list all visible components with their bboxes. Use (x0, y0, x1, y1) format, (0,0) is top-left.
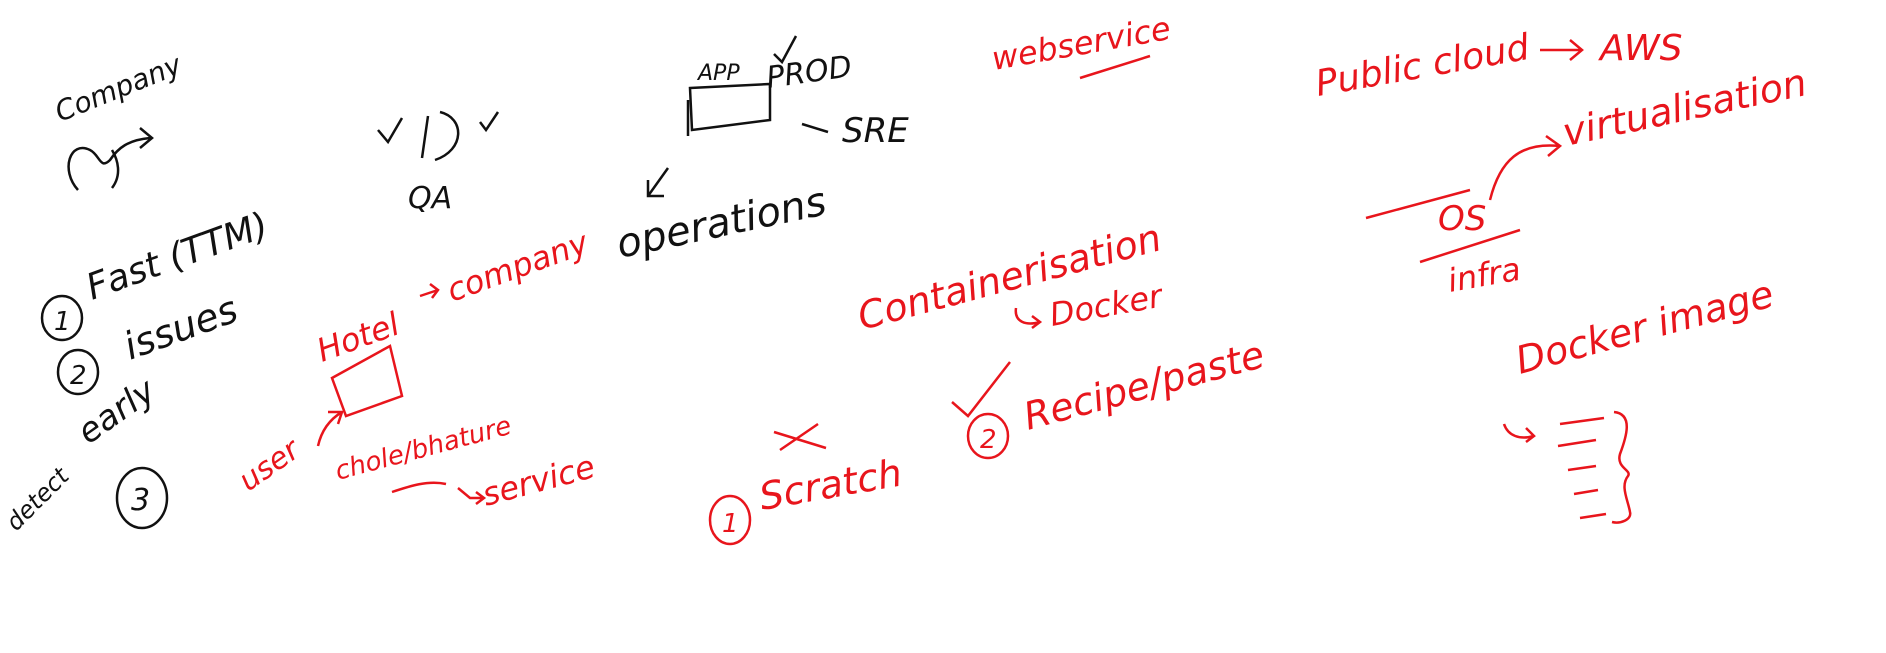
circle-one-red-icon (708, 494, 752, 546)
num-one-text: 1 (54, 307, 71, 337)
circle-two-icon (56, 348, 100, 396)
hotel-box-icon (330, 344, 404, 418)
red-notes: webservice Hotel company user chole/bhat… (233, 9, 1811, 546)
sre-text: SRE (842, 111, 909, 151)
arrow-right-icon (419, 283, 440, 299)
operations-text: operations (613, 179, 831, 268)
arrow-head-icon (139, 127, 154, 149)
docker-image-text: Docker image (1511, 272, 1778, 383)
num-two-text: 2 (70, 361, 87, 391)
arrow-curve-right-icon (1014, 307, 1043, 329)
check-mark-icon (951, 361, 1011, 418)
circle-two-red-icon (966, 412, 1010, 460)
circle-three-icon (115, 466, 169, 530)
curly-brace-icon (1611, 410, 1632, 524)
check-mark-icon (479, 111, 500, 133)
app-text: APP (696, 61, 740, 86)
public-cloud-text: Public cloud (1312, 27, 1533, 105)
underline-icon (1079, 54, 1151, 80)
virtualisation-text: virtualisation (1559, 60, 1811, 155)
app-box-icon (686, 82, 772, 136)
qa-text: QA (408, 181, 452, 216)
docker-text: Docker (1047, 276, 1167, 333)
webservice-text: webservice (989, 9, 1174, 78)
detect-text: detect (0, 461, 75, 536)
list-lines-icon (1557, 416, 1607, 520)
arrow-small-icon (1502, 423, 1536, 443)
check-mark-icon (377, 117, 404, 145)
arrow-curve-icon (67, 136, 151, 191)
service-text: service (478, 447, 599, 513)
slash-line-icon (1365, 188, 1471, 220)
circle-one-icon (40, 294, 84, 342)
arrow-right-icon (1540, 39, 1584, 61)
hotel-text: Hotel (312, 305, 405, 370)
company-red-text: company (442, 223, 595, 310)
recipe-paste-text: Recipe/paste (1019, 332, 1269, 438)
qa-bracket-icon (420, 110, 460, 162)
infra-text: infra (1445, 250, 1524, 300)
wavy-underline-icon (391, 481, 447, 494)
scratch-text: Scratch (756, 451, 905, 519)
arrow-up-right-icon (316, 410, 344, 447)
fast-ttm-text: Fast (TTM) (81, 205, 274, 309)
divider-line-icon (1419, 228, 1521, 264)
check-mark-icon (773, 35, 798, 65)
arrow-down-left-icon (646, 167, 670, 198)
circ-one-text: 1 (722, 509, 739, 539)
bracket-mark-icon (110, 149, 120, 189)
circ-two-text: 2 (980, 425, 997, 455)
user-text: user (233, 431, 308, 498)
arrow-curve-up-right-icon (1488, 134, 1563, 201)
arrow-right-icon (457, 487, 487, 505)
cross-mark-icon (773, 422, 827, 452)
aws-text: AWS (1598, 28, 1682, 69)
issues-text: issues (118, 287, 243, 369)
dash-line-icon (801, 122, 829, 134)
company-text: Company (50, 48, 186, 129)
os-text: OS (1438, 199, 1486, 239)
num-three-text: 3 (131, 483, 150, 518)
